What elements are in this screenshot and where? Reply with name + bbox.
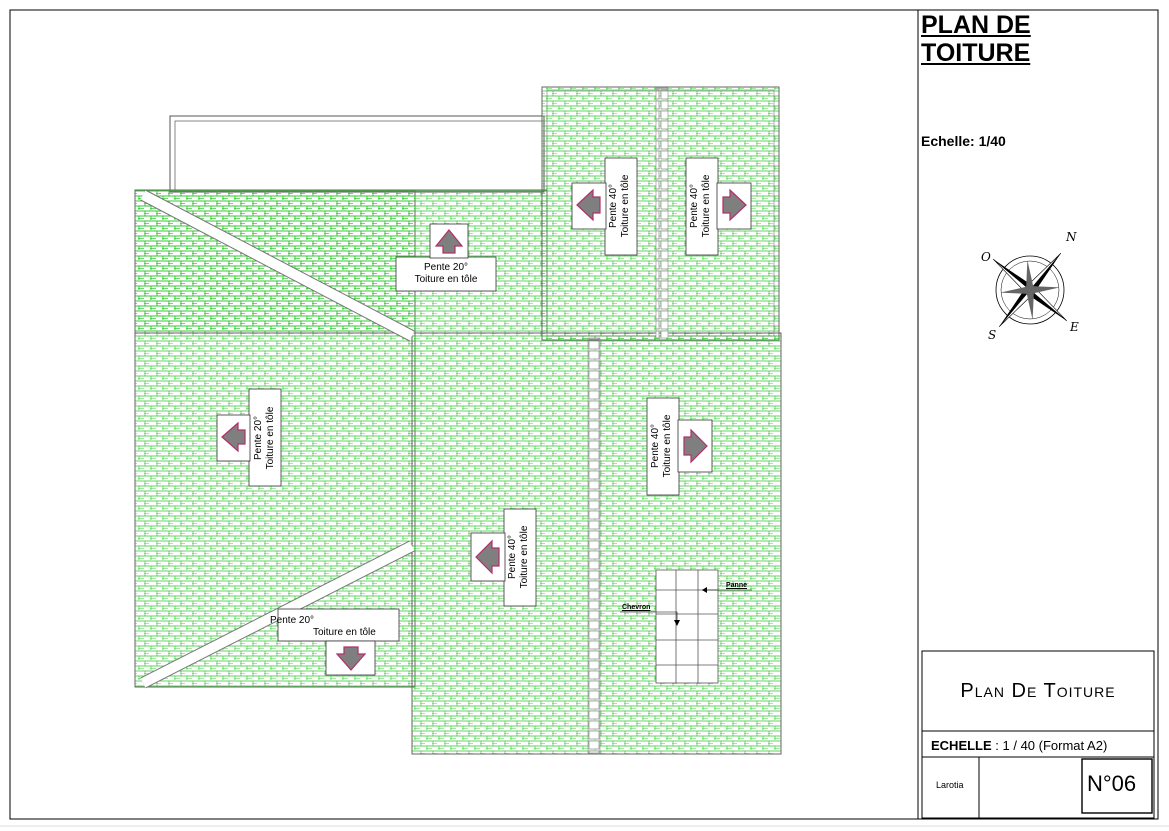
- roof-material: Toiture en tôle: [265, 406, 276, 470]
- plan-title-line2: TOITURE: [921, 39, 1031, 67]
- panne-arrowhead: [702, 587, 707, 593]
- roof-material: Toiture en tôle: [519, 525, 530, 589]
- cartouche-title: Plan De Toiture: [960, 679, 1116, 702]
- roof-material: Toiture en tôle: [701, 174, 712, 238]
- roof-material: Toiture en tôle: [662, 414, 673, 478]
- slope-value: Pente 40°: [689, 183, 700, 229]
- arrow-right-icon: [683, 428, 708, 464]
- slope-label-top-right-a: Pente 40° Toiture en tôle: [608, 156, 634, 256]
- hip-ridge-lower-inner: [140, 541, 415, 688]
- sheet-number-box: [1081, 758, 1153, 814]
- sheet-border: [9, 9, 1159, 820]
- slope-label-bottom-left: Pente 20° Toiture en tôle: [270, 615, 400, 639]
- plan-title: PLAN DE TOITURE: [921, 11, 1031, 67]
- slope-box-bottom-left: [277, 608, 400, 642]
- roof-material: Toiture en tôle: [313, 627, 376, 638]
- slope-label-top-center: Pente 20° Toiture en tôle: [396, 262, 496, 286]
- roof-material: Toiture en tôle: [414, 274, 478, 285]
- slope-value: Pente 20°: [253, 415, 264, 461]
- slope-label-right-middle: Pente 40° Toiture en tôle: [650, 396, 676, 496]
- compass-west-label: O: [981, 250, 991, 264]
- slope-value: Pente 40°: [650, 423, 661, 469]
- slope-label-top-right-b: Pente 40° Toiture en tôle: [689, 156, 715, 256]
- scale-label: Echelle: 1/40: [921, 133, 1006, 149]
- framing-detail: [655, 569, 719, 684]
- compass-south-label: S: [988, 328, 997, 342]
- cartouche-scale-label: ECHELLE: [931, 738, 992, 753]
- chevron-note: Chevron: [622, 604, 651, 611]
- panne-note: Panne: [726, 582, 748, 589]
- slope-box-right-middle: [646, 397, 680, 496]
- cartouche-scale: ECHELLE : 1 / 40 (Format A2): [931, 738, 1107, 753]
- cartouche-author: Larotia: [936, 780, 964, 790]
- slope-box-top-right-b: [685, 157, 719, 256]
- cartouche-scale-value: : 1 / 40 (Format A2): [991, 738, 1108, 753]
- ridge-main: [587, 337, 601, 754]
- arrow-down-icon: [335, 646, 367, 671]
- arrow-left-icon: [576, 188, 601, 222]
- arrow-left-icon: [475, 539, 500, 575]
- slope-value: Pente 20°: [423, 262, 469, 273]
- arrow-right-icon: [722, 188, 747, 222]
- slope-box-center: [503, 508, 537, 607]
- slope-label-left-middle: Pente 20° Toiture en tôle: [253, 388, 279, 488]
- slope-value: Pente 20°: [270, 615, 315, 626]
- plan-title-line1: PLAN DE: [921, 11, 1031, 39]
- sheet-number: N°06: [1087, 771, 1137, 796]
- terrace-inner: [174, 120, 545, 193]
- compass-rose-icon: [993, 253, 1067, 327]
- slope-box-top-right-a: [604, 157, 638, 256]
- arrow-up-icon: [434, 229, 464, 254]
- slope-box-left-middle: [248, 388, 282, 487]
- compass-east-label: E: [1070, 320, 1079, 334]
- terrace-outline: [169, 115, 545, 193]
- slope-value: Pente 40°: [507, 534, 518, 580]
- roof-material: Toiture en tôle: [620, 174, 631, 238]
- ridge-top-right: [655, 87, 669, 339]
- cartouche-frame: [921, 650, 1155, 819]
- chevron-arrowhead: [674, 620, 680, 626]
- slope-value: Pente 40°: [608, 183, 619, 229]
- slope-box-top-center: [395, 256, 497, 292]
- hip-ridge-upper-inner: [140, 190, 415, 341]
- slope-label-center: Pente 40° Toiture en tôle: [507, 507, 533, 607]
- compass-north-label: N: [1066, 230, 1077, 244]
- arrow-left-icon: [221, 421, 246, 453]
